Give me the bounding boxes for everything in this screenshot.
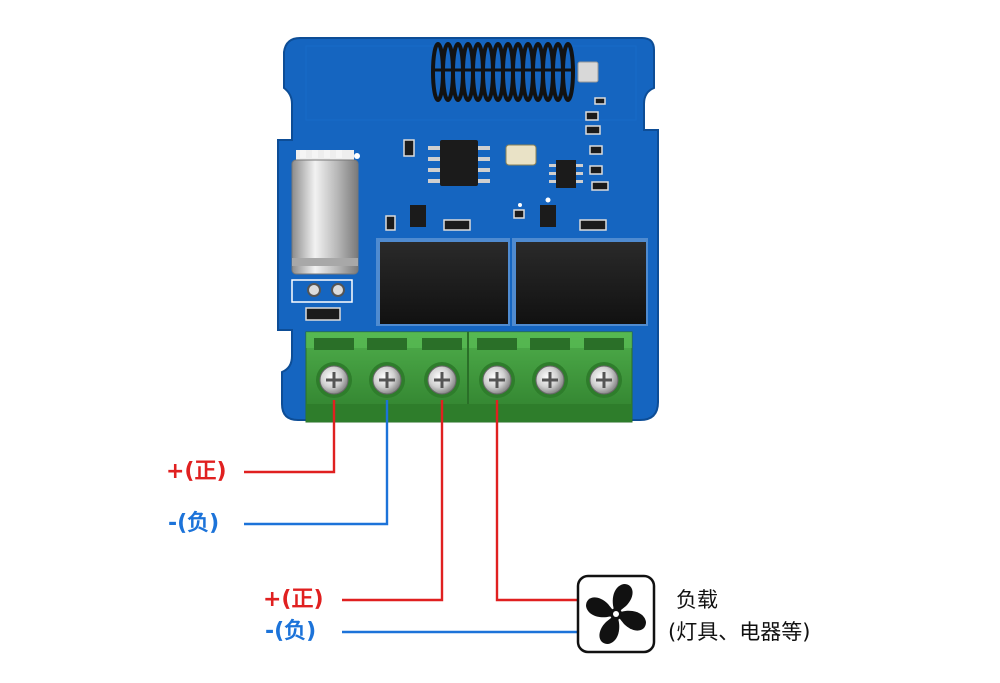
terminal-screw [530,338,570,398]
wire-positive-2 [342,400,444,602]
smd-components [305,97,609,321]
terminal-screw [422,338,462,398]
label-positive: +(正) [166,459,227,484]
load-title: 负载 [676,588,718,612]
wires [244,400,578,634]
terminal-screw [477,338,517,398]
terminal-screw [584,338,624,398]
terminal-screw [314,338,354,398]
capacitor [291,150,359,303]
label-positive-2: +(正) [263,587,324,612]
label-negative: -(负) [168,511,220,536]
antenna-loop [561,42,575,102]
relays [376,238,648,326]
fan-icon [576,574,656,654]
wire-negative-1 [244,400,389,526]
wire-positive-1 [244,400,336,474]
terminal-block [305,331,633,423]
terminal-screw [367,338,407,398]
load-examples: (灯具、电器等) [668,620,811,644]
antenna-coil [431,42,599,102]
label-negative-2: -(负) [265,619,317,644]
wire-load-positive [495,400,578,602]
